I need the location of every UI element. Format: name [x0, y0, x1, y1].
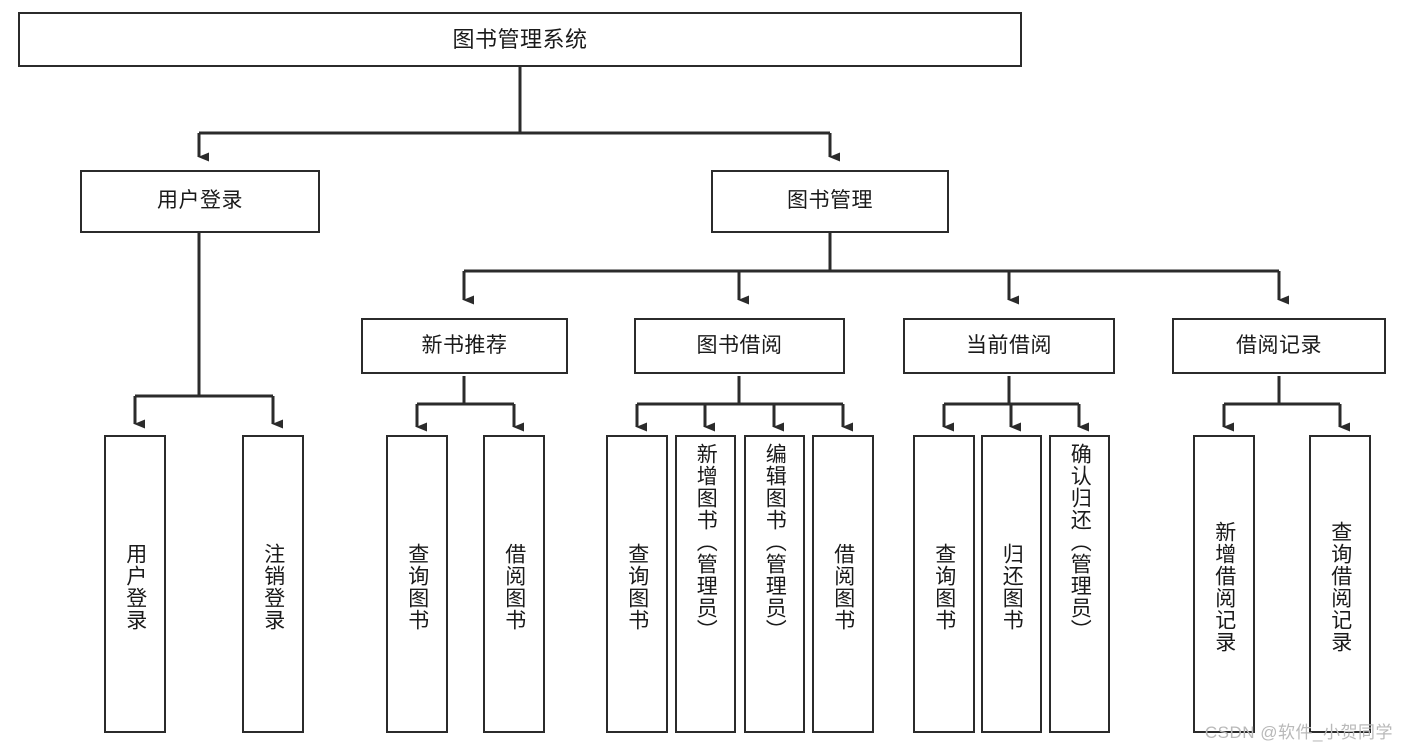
node-current-borrow-label: 当前借阅 [966, 333, 1052, 357]
leaf-recommend-borrow-book-label: 借阅图书 [502, 543, 526, 631]
leaf-recommend-query-book-label: 查询图书 [405, 543, 429, 631]
leaf-current-confirm-return[interactable]: 确认归还（管理员） [1049, 435, 1110, 733]
node-root[interactable]: 图书管理系统 [18, 12, 1022, 67]
node-new-book-recommend[interactable]: 新书推荐 [361, 318, 568, 374]
leaf-borrow-borrow-book-label: 借阅图书 [831, 543, 855, 631]
node-book-borrow-label: 图书借阅 [696, 333, 783, 357]
node-borrow-record[interactable]: 借阅记录 [1172, 318, 1386, 374]
node-root-label: 图书管理系统 [452, 26, 588, 52]
leaf-borrow-add-book-label: 新增图书（管理员） [694, 443, 718, 641]
leaf-user-login-logout-label: 注销登录 [261, 543, 285, 631]
leaf-current-return-book-label: 归还图书 [1000, 543, 1024, 631]
leaf-user-login-login[interactable]: 用户登录 [104, 435, 166, 733]
leaf-borrow-edit-book-label: 编辑图书（管理员） [763, 443, 787, 641]
leaf-current-confirm-return-label: 确认归还（管理员） [1068, 443, 1092, 641]
leaf-recommend-query-book[interactable]: 查询图书 [386, 435, 448, 733]
leaf-current-query-book[interactable]: 查询图书 [913, 435, 975, 733]
leaf-current-query-book-label: 查询图书 [932, 543, 956, 631]
leaf-record-add-record[interactable]: 新增借阅记录 [1193, 435, 1255, 733]
node-user-login[interactable]: 用户登录 [80, 170, 320, 233]
csdn-watermark: CSDN @软件_小贺同学 [1204, 723, 1393, 742]
leaf-borrow-query-book-label: 查询图书 [625, 543, 649, 631]
node-borrow-record-label: 借阅记录 [1236, 333, 1322, 357]
node-book-management[interactable]: 图书管理 [711, 170, 949, 233]
node-current-borrow[interactable]: 当前借阅 [903, 318, 1115, 374]
leaf-user-login-logout[interactable]: 注销登录 [242, 435, 304, 733]
node-book-management-label: 图书管理 [787, 189, 873, 213]
leaf-record-query-record-label: 查询借阅记录 [1328, 521, 1352, 653]
leaf-record-add-record-label: 新增借阅记录 [1212, 521, 1236, 653]
node-book-borrow[interactable]: 图书借阅 [634, 318, 845, 374]
node-new-book-recommend-label: 新书推荐 [421, 333, 508, 357]
leaf-user-login-login-label: 用户登录 [123, 543, 147, 631]
leaf-borrow-query-book[interactable]: 查询图书 [606, 435, 668, 733]
leaf-record-query-record[interactable]: 查询借阅记录 [1309, 435, 1371, 733]
leaf-current-return-book[interactable]: 归还图书 [981, 435, 1042, 733]
leaf-borrow-edit-book[interactable]: 编辑图书（管理员） [744, 435, 805, 733]
node-user-login-label: 用户登录 [157, 189, 243, 213]
leaf-recommend-borrow-book[interactable]: 借阅图书 [483, 435, 545, 733]
leaf-borrow-add-book[interactable]: 新增图书（管理员） [675, 435, 736, 733]
leaf-borrow-borrow-book[interactable]: 借阅图书 [812, 435, 874, 733]
